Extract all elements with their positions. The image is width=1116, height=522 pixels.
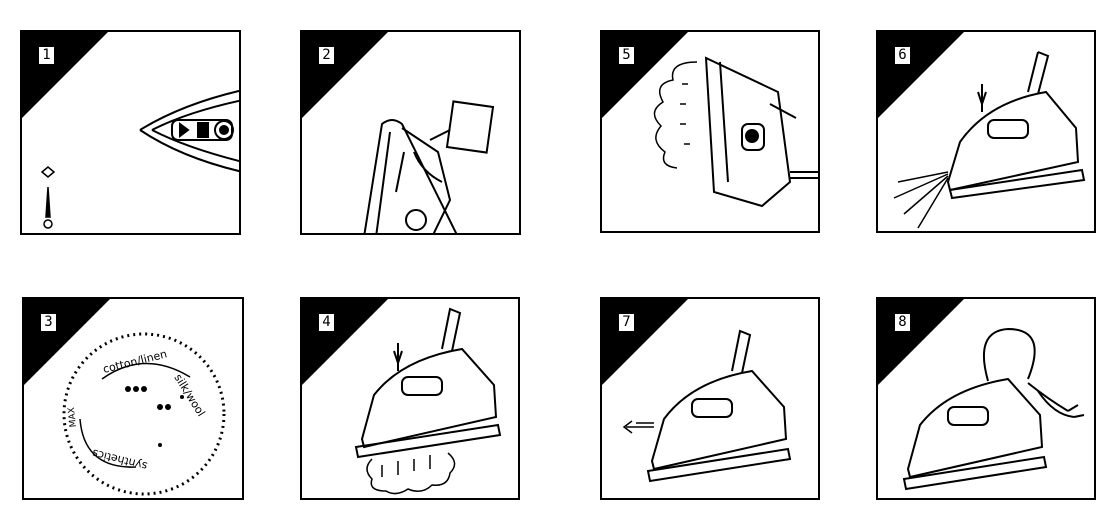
step-panel-7: 7 (600, 297, 820, 500)
temperature-dial-illustration: cotton/linen silk/wool synthetics MAX (62, 332, 226, 496)
corner-triangle (878, 299, 964, 385)
step-number: 2 (318, 46, 335, 65)
step-panel-3: 3 cotton/linen silk/wool synthetics MAX (22, 297, 244, 500)
spray-lines (893, 171, 949, 229)
step-number: 5 (618, 46, 635, 65)
steam-burst-illustration (354, 307, 502, 495)
spray-function-illustration (893, 51, 1086, 229)
dial-max-label: MAX (67, 407, 79, 428)
step-number: 1 (38, 46, 55, 65)
self-clean-illustration (622, 329, 792, 483)
storage-cord-illustration (902, 327, 1085, 491)
filling-water-illustration (363, 100, 495, 233)
step-panel-6: 6 (876, 30, 1096, 233)
symbols-legend (40, 166, 56, 229)
step-number: 6 (894, 46, 911, 65)
dial-silk-wool-label: silk/wool (171, 372, 207, 419)
dial-cotton-linen-label: cotton/linen (102, 347, 169, 375)
corner-triangle (24, 299, 110, 385)
vertical-steam-illustration (653, 56, 818, 208)
step-panel-5: 5 (600, 30, 820, 233)
corner-triangle (602, 32, 688, 118)
corner-triangle (878, 32, 964, 118)
step-number: 3 (40, 313, 57, 332)
corner-triangle (302, 299, 388, 385)
power-cord (983, 327, 1036, 382)
step-number: 8 (894, 313, 911, 332)
corner-triangle (602, 299, 688, 385)
iron-top-view-illustration (40, 89, 239, 229)
step-number: 4 (318, 313, 335, 332)
dial-synthetics-label: synthetics (91, 446, 149, 472)
corner-triangle (22, 32, 108, 118)
step-panel-4: 4 (300, 297, 520, 500)
step-panel-8: 8 (876, 297, 1096, 500)
step-panel-2: 2 (300, 30, 521, 235)
steam-cloud (653, 61, 698, 169)
step-number: 7 (618, 313, 635, 332)
step-panel-1: 1 (20, 30, 241, 235)
steam-cloud (366, 452, 456, 495)
corner-triangle (302, 32, 388, 118)
dial-symbols (125, 386, 184, 447)
